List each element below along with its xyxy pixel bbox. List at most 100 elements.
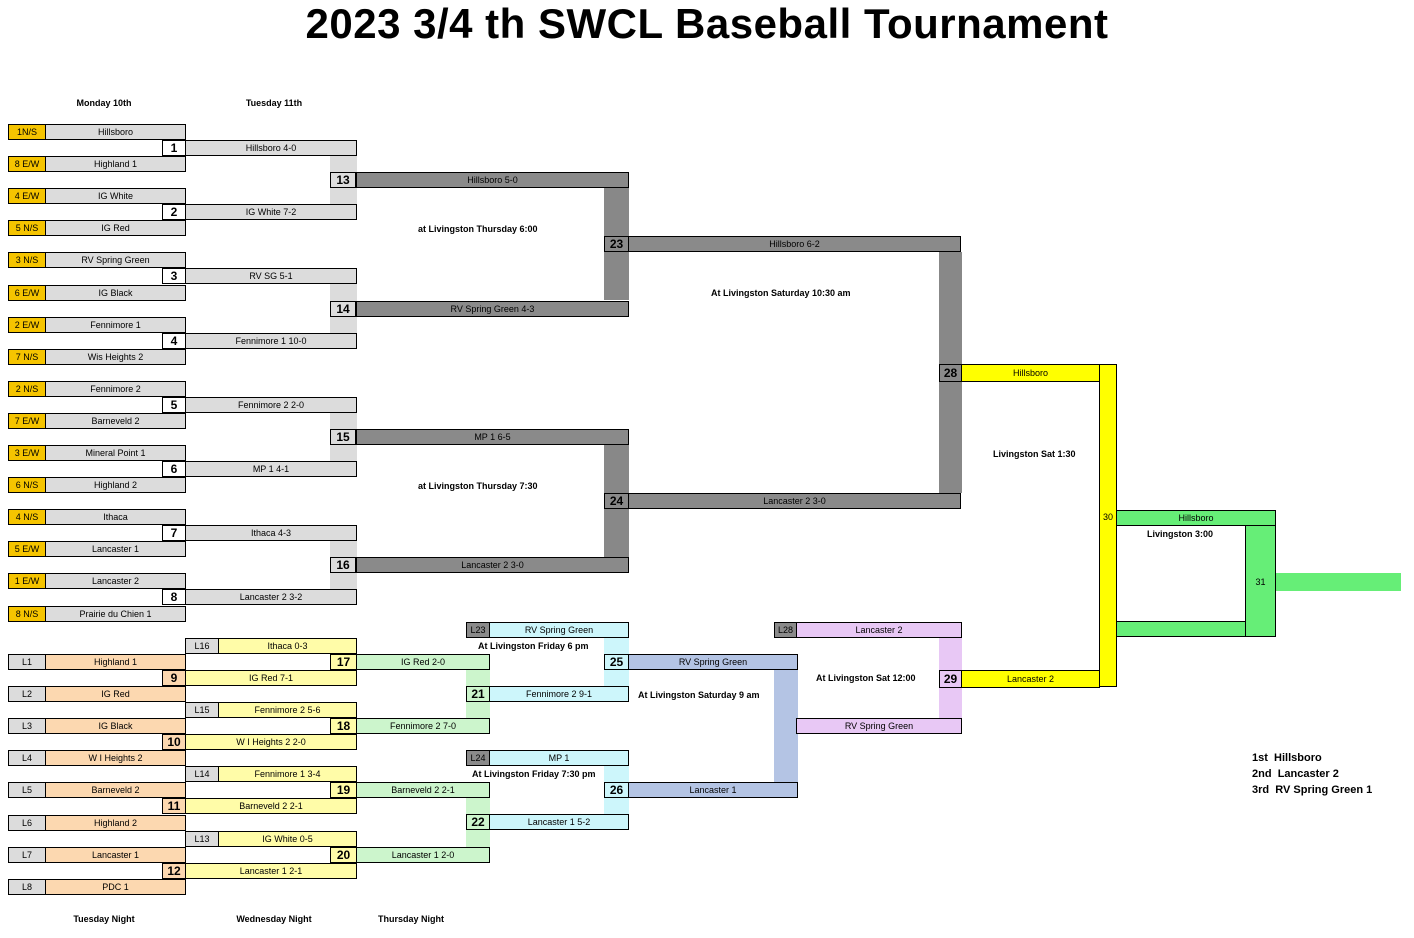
winner-slot: Fennimore 2 9-1 xyxy=(489,686,629,702)
seed-badge: 3 N/S xyxy=(8,252,46,269)
loser-tag: L14 xyxy=(185,766,219,783)
loser-tag: L24 xyxy=(466,750,490,767)
result-1st: 1st Hillsboro xyxy=(1252,752,1322,764)
note-saturday-1030: At Livingston Saturday 10:30 am xyxy=(711,288,851,298)
seed-badge: 1N/S xyxy=(8,124,46,140)
team-slot: IG Black xyxy=(45,284,186,301)
seed-badge: 6 N/S xyxy=(8,477,46,494)
loser-tag: L13 xyxy=(185,830,219,847)
game-number: 8 xyxy=(162,589,186,606)
seed-badge: 2 E/W xyxy=(8,316,46,333)
game-number: 10 xyxy=(162,734,186,751)
team-slot: IG Black xyxy=(45,718,186,735)
game-number: 12 xyxy=(162,862,186,879)
loser-tag: L5 xyxy=(8,782,46,799)
loser-tag: L4 xyxy=(8,750,46,767)
game-number: 5 xyxy=(162,396,186,413)
seed-badge: 8 N/S xyxy=(8,605,46,622)
team-slot: Ithaca xyxy=(45,509,186,526)
winner-slot: Hillsboro xyxy=(961,364,1100,382)
winner-slot: Hillsboro 5-0 xyxy=(356,172,629,189)
loser-tag: L16 xyxy=(185,638,219,654)
seed-badge: 5 N/S xyxy=(8,220,46,237)
winner-slot: RV Spring Green xyxy=(628,654,798,670)
team-slot: IG White xyxy=(45,188,186,205)
drop-slot: IG White 0-5 xyxy=(218,830,357,847)
winner-slot: Fennimore 1 10-0 xyxy=(185,332,357,349)
drop-slot: Fennimore 1 3-4 xyxy=(218,766,357,783)
note-livingston-300: Livingston 3:00 xyxy=(1147,529,1214,539)
game-number: 21 xyxy=(466,686,490,702)
note-friday-6: At Livingston Friday 6 pm xyxy=(478,641,589,651)
team-slot: Mineral Point 1 xyxy=(45,445,186,461)
game-number: 19 xyxy=(330,782,357,799)
loser-tag: L1 xyxy=(8,654,46,670)
drop-slot: Lancaster 2 xyxy=(796,622,962,638)
game-number: 24 xyxy=(604,493,629,510)
note-thursday-730: at Livingston Thursday 7:30 xyxy=(418,481,538,491)
winner-slot: Hillsboro 6-2 xyxy=(628,236,961,253)
game-number: 20 xyxy=(330,846,357,863)
header-thursday-night: Thursday Night xyxy=(377,914,444,924)
drop-slot: Ithaca 0-3 xyxy=(218,638,357,654)
winner-slot: MP 1 4-1 xyxy=(185,461,357,477)
seed-badge: 3 E/W xyxy=(8,445,46,461)
winner-slot: Barneveld 2 2-1 xyxy=(356,782,490,799)
seed-badge: 7 N/S xyxy=(8,348,46,365)
team-slot: RV Spring Green xyxy=(45,252,186,269)
game-number: 25 xyxy=(604,654,629,670)
header-tuesday-night: Tuesday Night xyxy=(73,914,135,924)
team-slot: PDC 1 xyxy=(45,878,186,895)
game-number: 18 xyxy=(330,718,357,735)
winner-slot: RV Spring Green 4-3 xyxy=(356,300,629,317)
winner-slot: Ithaca 4-3 xyxy=(185,525,357,542)
drop-slot: RV Spring Green xyxy=(489,622,629,638)
result-3rd: 3rd RV Spring Green 1 xyxy=(1252,784,1373,796)
winner-slot: MP 1 6-5 xyxy=(356,428,629,445)
winner-slot: Lancaster 2 3-2 xyxy=(185,589,357,606)
winner-slot: Lancaster 1 2-1 xyxy=(185,862,357,879)
loser-tag: L2 xyxy=(8,686,46,703)
champion-line xyxy=(1276,573,1401,591)
loser-tag: L3 xyxy=(8,718,46,735)
loser-tag: L28 xyxy=(774,622,797,638)
game-number: 4 xyxy=(162,332,186,349)
page-title: 2023 3/4 th SWCL Baseball Tournament xyxy=(305,0,1109,47)
team-slot: Lancaster 2 xyxy=(45,573,186,590)
winner-slot: IG White 7-2 xyxy=(185,204,357,221)
seed-badge: 5 E/W xyxy=(8,541,46,558)
connector xyxy=(774,670,798,782)
loser-tag: L8 xyxy=(8,878,46,895)
loser-tag: L15 xyxy=(185,702,219,719)
loser-tag: L7 xyxy=(8,846,46,863)
game-number: 14 xyxy=(330,300,356,317)
game-number: 17 xyxy=(330,654,357,670)
team-slot: Prairie du Chien 1 xyxy=(45,605,186,622)
game-number: 13 xyxy=(330,172,356,189)
game-number: 23 xyxy=(604,236,629,253)
game-number: 22 xyxy=(466,814,490,831)
winner-slot: RV Spring Green xyxy=(796,718,962,734)
team-slot: IG Red xyxy=(45,686,186,703)
team-slot: Wis Heights 2 xyxy=(45,348,186,365)
team-slot: Lancaster 1 xyxy=(45,846,186,863)
winner-slot: RV SG 5-1 xyxy=(185,268,357,285)
header-tuesday: Tuesday 11th xyxy=(245,98,303,108)
game-number: 3 xyxy=(162,268,186,285)
final-column xyxy=(1099,364,1117,687)
winner-slot: Hillsboro 4-0 xyxy=(185,140,357,156)
team-slot: Highland 2 xyxy=(45,814,186,831)
game-number: 16 xyxy=(330,557,356,574)
header-monday: Monday 10th xyxy=(76,98,132,108)
seed-badge: 7 E/W xyxy=(8,412,46,429)
team-slot: W I Heights 2 xyxy=(45,750,186,767)
team-slot: Fennimore 2 xyxy=(45,380,186,397)
game-number: 11 xyxy=(162,798,186,815)
header-wednesday-night: Wednesday Night xyxy=(236,914,312,924)
team-slot: Fennimore 1 xyxy=(45,316,186,333)
seed-badge: 8 E/W xyxy=(8,156,46,173)
team-slot: Barneveld 2 xyxy=(45,782,186,799)
game-number: 30 xyxy=(1102,512,1113,522)
note-sat-130: Livingston Sat 1:30 xyxy=(993,449,1076,459)
game-number: 9 xyxy=(162,670,186,686)
